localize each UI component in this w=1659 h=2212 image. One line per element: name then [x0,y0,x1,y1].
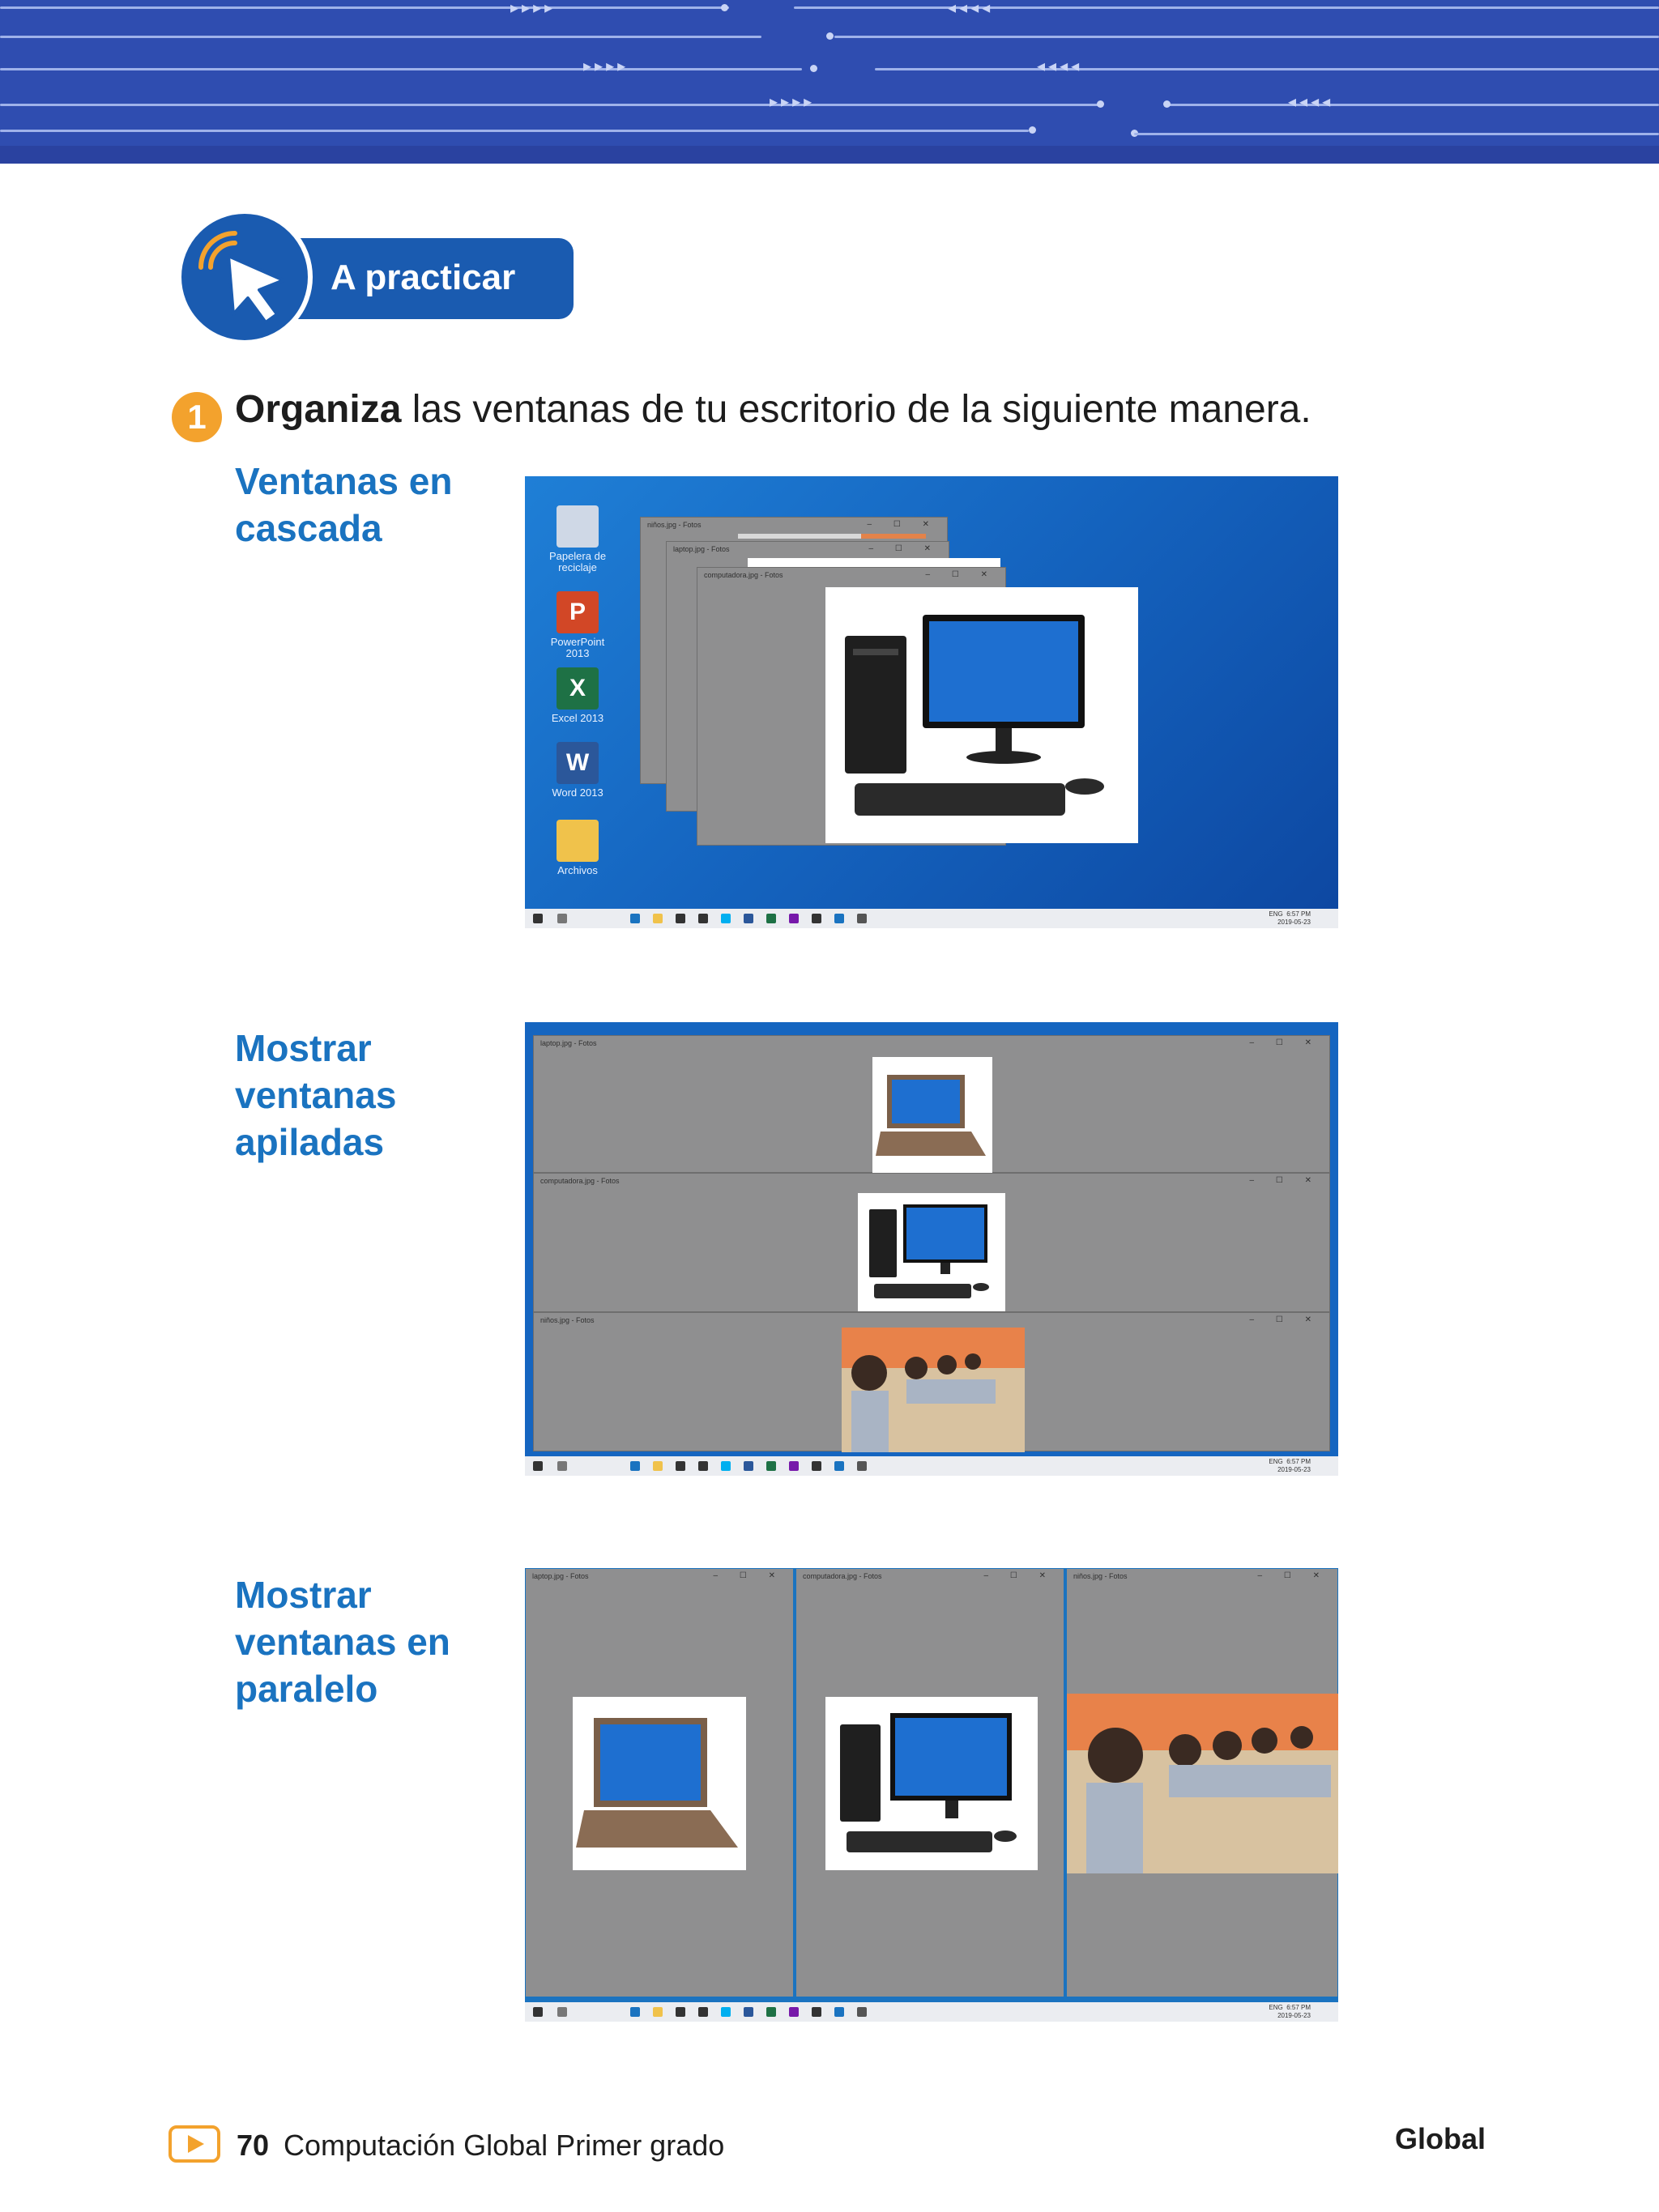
edge-icon[interactable] [630,1461,640,1471]
start-icon[interactable] [533,914,543,923]
exercise-number: 1 [172,392,222,442]
desktop-computer-photo-stacked [858,1193,1005,1311]
window-laptop-parallel[interactable]: laptop.jpg - Fotos – ☐ ✕ [525,1568,794,1997]
search-icon[interactable] [557,2007,567,2017]
excel-taskbar-icon[interactable] [766,1461,776,1471]
instruction-verb: Organiza [235,388,402,431]
edge-icon[interactable] [630,914,640,923]
section-title-cascade: Ventanas en cascada [235,460,453,549]
desktop-icon-word[interactable]: W Word 2013 [541,742,614,799]
app-icon[interactable] [812,2007,821,2017]
section-title-stacked: Mostrar ventanas apiladas [235,1027,397,1163]
children-classroom-photo [842,1328,1025,1452]
play-icon [168,2125,220,2163]
photos-icon[interactable] [834,2007,844,2017]
desktop-icon-powerpoint[interactable]: P PowerPoint 2013 [541,591,614,659]
onenote-icon[interactable] [789,2007,799,2017]
screen-side-by-side: laptop.jpg - Fotos – ☐ ✕ computadora.jpg… [525,1568,1338,2022]
app-icon[interactable] [812,1461,821,1471]
mail-icon[interactable] [698,2007,708,2017]
settings-icon[interactable] [857,2007,867,2017]
start-icon[interactable] [533,1461,543,1471]
file-explorer-icon[interactable] [653,914,663,923]
desktop-computer-photo [825,587,1138,843]
store-icon[interactable] [676,1461,685,1471]
file-explorer-icon[interactable] [653,2007,663,2017]
screen-stacked: laptop.jpg - Fotos – ☐ ✕ computadora.jpg… [525,1022,1338,1476]
desktop-icon-archivos[interactable]: Archivos [541,820,614,876]
header-band: ▸▸▸▸ ◂◂◂◂ ▸▸▸▸ ◂◂◂◂ ▸▸▸▸ ◂◂◂◂ [0,0,1659,164]
mail-icon[interactable] [698,1461,708,1471]
settings-icon[interactable] [857,1461,867,1471]
skype-icon[interactable] [721,2007,731,2017]
book-title: Computación Global Primer grado [284,2129,725,2162]
practice-badge-label: A practicar [331,258,516,297]
folder-icon [557,820,599,862]
desktop-icon-recycle-bin[interactable]: Papelera de reciclaje [541,505,614,573]
photos-icon[interactable] [834,914,844,923]
file-explorer-icon[interactable] [653,1461,663,1471]
search-icon[interactable] [557,914,567,923]
search-icon[interactable] [557,1461,567,1471]
skype-icon[interactable] [721,1461,731,1471]
word-icon: W [557,742,599,784]
window-computadora[interactable]: computadora.jpg - Fotos – ☐ ✕ [697,567,1138,846]
desktop-icon-excel[interactable]: X Excel 2013 [541,667,614,724]
page-number: 70 [237,2129,270,2162]
screen-cascade: Papelera de reciclaje P PowerPoint 2013 … [525,476,1338,928]
excel-taskbar-icon[interactable] [766,2007,776,2017]
exercise-instruction: Organiza las ventanas de tu escritorio d… [235,387,1311,432]
excel-taskbar-icon[interactable] [766,914,776,923]
instruction-text: las ventanas de tu escritorio de la sigu… [412,388,1311,431]
cursor-click-icon [177,209,313,345]
laptop-photo [872,1057,992,1174]
store-icon[interactable] [676,2007,685,2017]
mail-icon[interactable] [698,914,708,923]
skype-icon[interactable] [721,914,731,923]
word-taskbar-icon[interactable] [744,2007,753,2017]
window-ninos-parallel[interactable]: niños.jpg - Fotos – ☐ ✕ [1066,1568,1338,1997]
practice-badge: A practicar [285,238,574,319]
powerpoint-icon: P [557,591,599,633]
store-icon[interactable] [676,914,685,923]
photos-icon[interactable] [834,1461,844,1471]
excel-icon: X [557,667,599,710]
onenote-icon[interactable] [789,1461,799,1471]
word-taskbar-icon[interactable] [744,914,753,923]
settings-icon[interactable] [857,914,867,923]
window-computadora-parallel[interactable]: computadora.jpg - Fotos – ☐ ✕ [795,1568,1064,1997]
recycle-bin-icon [557,505,599,548]
edge-icon[interactable] [630,2007,640,2017]
window-ninos-stacked[interactable]: niños.jpg - Fotos – ☐ ✕ [533,1312,1330,1452]
laptop-photo-parallel [573,1697,746,1870]
section-title-side-by-side: Mostrar ventanas en paralelo [235,1574,450,1710]
children-classroom-photo-parallel [1067,1694,1338,1873]
onenote-icon[interactable] [789,914,799,923]
publisher-brand: Global [1395,2122,1486,2155]
start-icon[interactable] [533,2007,543,2017]
desktop-computer-photo-parallel [825,1697,1038,1870]
window-computadora-stacked[interactable]: computadora.jpg - Fotos – ☐ ✕ [533,1173,1330,1312]
app-icon[interactable] [812,914,821,923]
window-laptop-stacked[interactable]: laptop.jpg - Fotos – ☐ ✕ [533,1035,1330,1174]
word-taskbar-icon[interactable] [744,1461,753,1471]
